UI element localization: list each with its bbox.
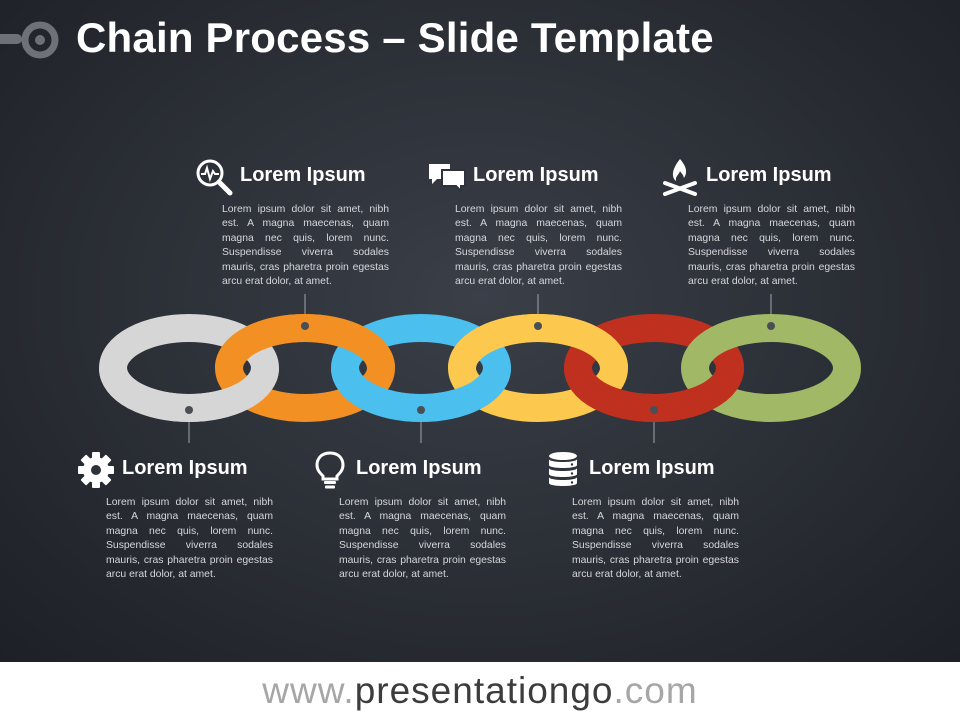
anchor-dot-2: [301, 322, 309, 330]
chain-diagram: [99, 294, 861, 443]
slide: Chain Process – Slide Template: [0, 0, 960, 662]
anchor-dot-4: [534, 322, 542, 330]
step-description: Lorem ipsum dolor sit amet, nibh est. A …: [688, 204, 855, 288]
step-title: Lorem Ipsum: [706, 164, 832, 186]
anchor-dot-3: [417, 406, 425, 414]
magnifier-pulse-icon: [196, 159, 233, 196]
footer-suffix: .com: [613, 670, 698, 711]
speech-bubbles-icon: [429, 164, 466, 194]
database-icon: [549, 452, 577, 486]
step-title: Lorem Ipsum: [589, 457, 715, 479]
slide-title: Chain Process – Slide Template: [76, 14, 714, 61]
anchor-dot-1: [185, 406, 193, 414]
footer-watermark: www.presentationgo.com: [0, 662, 960, 720]
step-header: Lorem Ipsum: [76, 450, 296, 490]
step-description: Lorem ipsum dolor sit amet, nibh est. A …: [222, 204, 389, 288]
step-title: Lorem Ipsum: [473, 164, 599, 186]
anchor-dot-5: [650, 406, 658, 414]
step-description: Lorem ipsum dolor sit amet, nibh est. A …: [455, 204, 622, 288]
step-description: Lorem ipsum dolor sit amet, nibh est. A …: [339, 497, 506, 581]
campfire-icon: [663, 159, 697, 196]
step-header: Lorem Ipsum: [310, 450, 530, 490]
step-description: Lorem ipsum dolor sit amet, nibh est. A …: [106, 497, 273, 581]
step-title: Lorem Ipsum: [240, 164, 366, 186]
corner-chain-icon: [0, 21, 59, 59]
step-header: Lorem Ipsum: [660, 157, 880, 197]
step-title: Lorem Ipsum: [122, 457, 248, 479]
step-title: Lorem Ipsum: [356, 457, 482, 479]
anchor-dot-6: [767, 322, 775, 330]
lightbulb-icon: [315, 451, 345, 489]
step-header: Lorem Ipsum: [543, 450, 763, 490]
step-header: Lorem Ipsum: [427, 157, 647, 197]
step-description: Lorem ipsum dolor sit amet, nibh est. A …: [572, 497, 739, 581]
footer-prefix: www.: [262, 670, 355, 711]
step-header: Lorem Ipsum: [194, 157, 414, 197]
gear-icon: [78, 452, 114, 488]
footer-brand: presentationgo: [354, 670, 614, 711]
